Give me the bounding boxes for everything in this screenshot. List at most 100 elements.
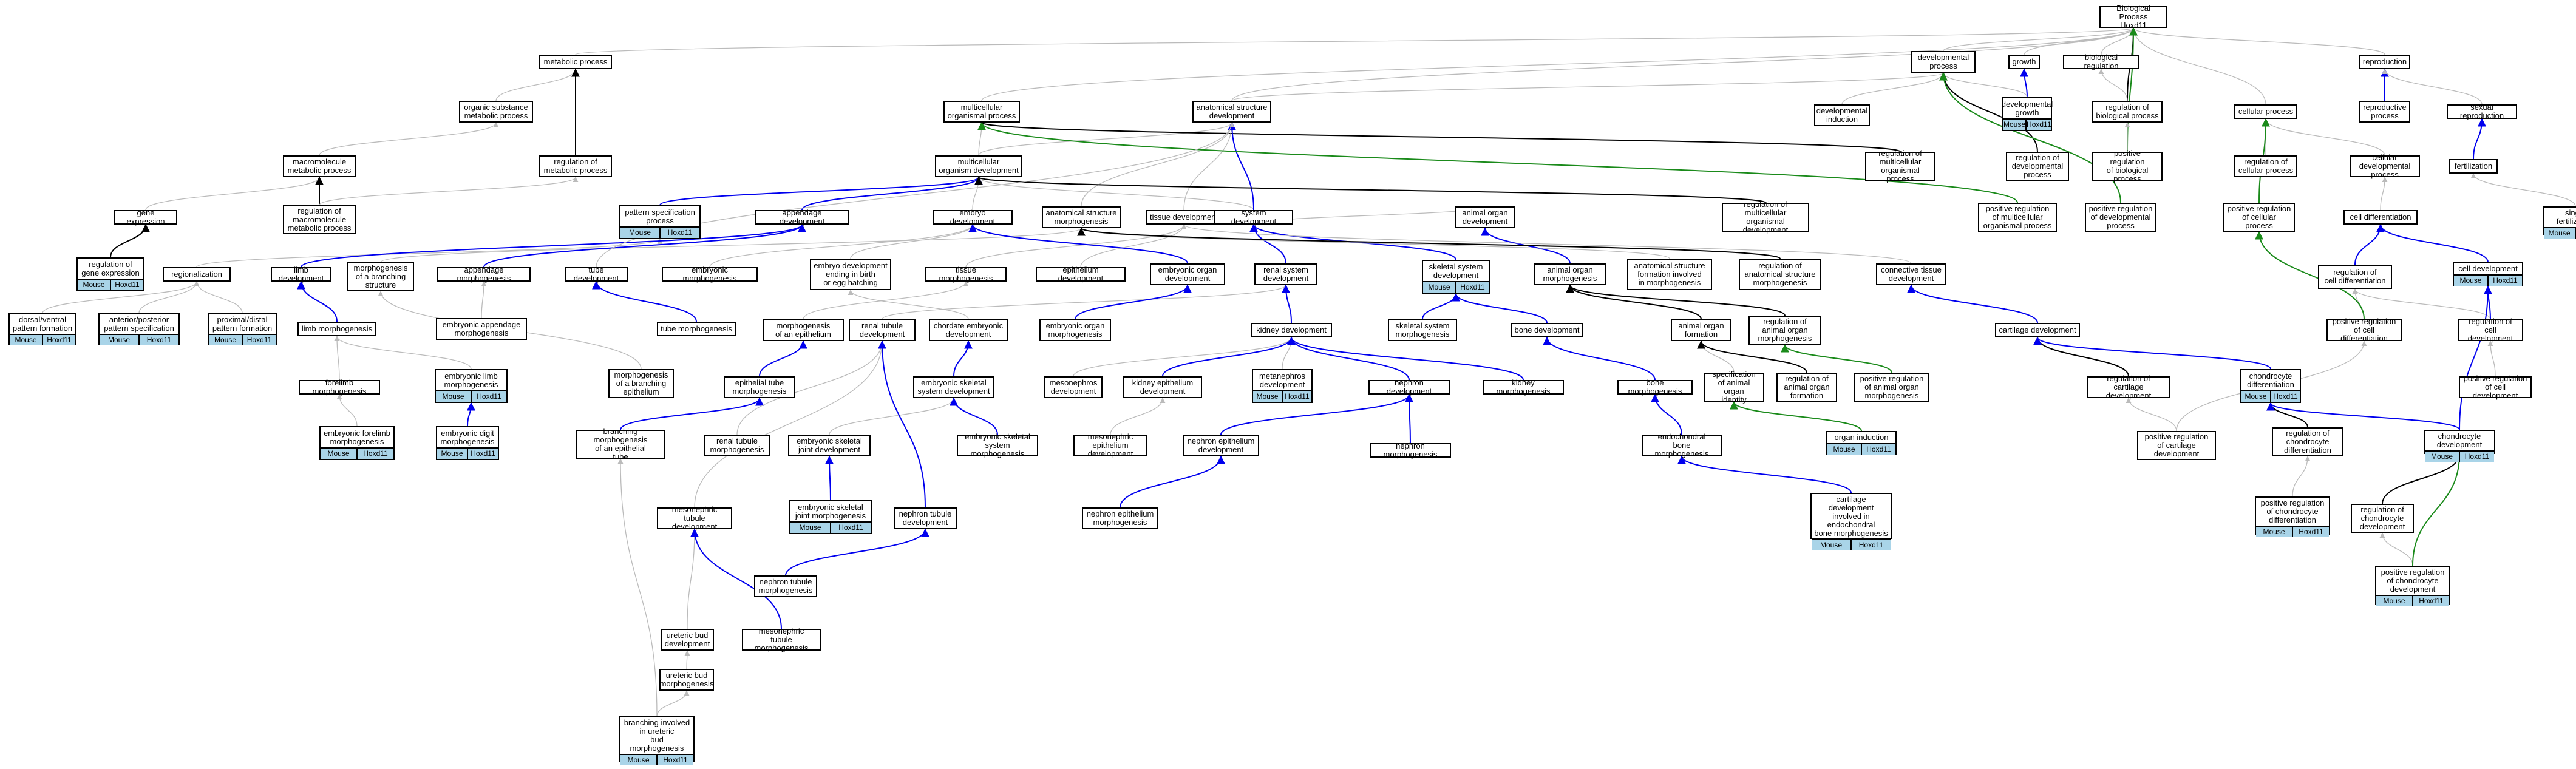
go-term-bonemorph[interactable]: bone morphogenesis [1617,379,1693,396]
go-term-reproproc[interactable]: reproductive process [2359,101,2410,123]
go-term-cellproc[interactable]: cellular process [2234,104,2297,119]
go-term-embmorph[interactable]: embryonic morphogenesis [662,266,758,283]
go-term-specanimal[interactable]: specification of animal organ identity [1704,370,1764,404]
go-term-reganimalform[interactable]: regulation of animal organ formation [1776,373,1837,402]
go-term-devinduction[interactable]: developmental induction [1814,104,1870,126]
go-term-celldiff[interactable]: cell differentiation [2343,210,2418,225]
go-term-posmulti[interactable]: positive regulation of multicellular org… [1978,203,2057,232]
go-term-macro[interactable]: macromolecule metabolic process [283,155,356,177]
go-term-tubedev[interactable]: tube development [565,266,628,283]
go-term-ureticmorph[interactable]: ureteric bud morphogenesis [659,669,714,691]
go-term-tubemorph[interactable]: tube morphogenesis [657,322,736,336]
go-term-kidneyepi[interactable]: kidney epithelium development [1123,376,1202,398]
go-term-morphbranchepi[interactable]: morphogenesis of a branching epithelium [608,369,674,398]
go-term-singlefert[interactable]: single fertilizationMouseHoxd11 [2543,206,2576,239]
go-term-reganatmorph[interactable]: regulation of anatomical structure morph… [1739,259,1821,290]
go-term-embskelmorph[interactable]: embryonic skeletal system morphogenesis [957,433,1038,458]
go-term-bioreg[interactable]: biological regulation [2063,53,2139,70]
go-term-orgsub[interactable]: organic substance metabolic process [459,101,533,123]
go-term-mesoneph[interactable]: mesonephros development [1044,376,1103,398]
go-term-regcelldiff[interactable]: regulation of cell differentiation [2318,265,2392,289]
go-term-tissuemorph[interactable]: tissue morphogenesis [925,266,1007,283]
go-term-embskeljoint[interactable]: embryonic skeletal joint development [788,435,871,456]
go-term-morphbranch[interactable]: morphogenesis of a branching structure [347,262,414,291]
go-term-anatdev[interactable]: anatomical structure development [1192,101,1271,123]
go-term-cartdev[interactable]: cartilage development [1995,323,2080,337]
go-term-multiorg[interactable]: multicellular organismal process [943,101,1020,123]
go-term-regmulti[interactable]: regulation of multicellular organismal p… [1865,149,1935,183]
go-term-regmeta[interactable]: regulation of metabolic process [539,155,612,177]
go-term-posregcelldiff[interactable]: positive regulation of cell differentiat… [2326,317,2402,343]
go-term-multidev[interactable]: multicellular organism development [935,155,1022,177]
go-term-mesonephepi[interactable]: mesonephric epithelium development [1073,433,1147,458]
go-term-devproc[interactable]: developmental process [1911,51,1976,73]
go-term-embappmorph[interactable]: embryonic appendage morphogenesis [436,318,527,340]
go-term-renalsys[interactable]: renal system development [1254,263,1317,285]
go-term-posdev[interactable]: positive regulation of developmental pro… [2085,203,2156,232]
go-term-endochondral[interactable]: endochondral bone morphogenesis [1642,433,1722,458]
go-term-fert[interactable]: fertilization [2449,159,2498,174]
go-term-emborgdev[interactable]: embryonic organ development [1150,263,1225,285]
go-term-kidneymorph[interactable]: kidney morphogenesis [1483,379,1564,396]
go-term-nephronepimorph[interactable]: nephron epithelium morphogenesis [1082,507,1158,529]
go-term-growth[interactable]: growth [2008,55,2040,69]
go-term-posregchondrodev[interactable]: positive regulation of chondrocyte devel… [2375,566,2450,606]
go-term-posregchondro[interactable]: positive regulation of chondrocyte diffe… [2255,496,2330,537]
go-term-limbmorph[interactable]: limb morphogenesis [297,322,376,336]
go-term-epidev[interactable]: epithelium development [1036,266,1126,283]
go-term-regmacro[interactable]: regulation of macromolecule metabolic pr… [283,205,356,234]
go-term-appdev[interactable]: appendage development [755,209,849,226]
go-term-celldevproc[interactable]: cellular developmental process [2350,154,2420,179]
go-term-antpost[interactable]: anterior/posterior pattern specification… [98,313,180,345]
go-term-mesoneph_tub[interactable]: mesonephric tubule development [657,506,732,531]
go-term-chordemb[interactable]: chordate embryonic development [929,319,1008,341]
go-term-posregcelldev[interactable]: positive regulation of cell development [2459,374,2532,400]
go-term-regcelldev[interactable]: regulation of cell development [2458,317,2523,343]
go-term-kidneydev[interactable]: kidney development [1251,323,1332,337]
go-term-bonedev[interactable]: bone development [1511,323,1583,337]
go-term-regdev[interactable]: regulation of developmental process [2006,152,2069,181]
go-term-skelmorph[interactable]: skeletal system morphogenesis [1388,319,1457,341]
go-term-bp[interactable]: Biological Process Hoxd11 [2099,4,2167,30]
go-term-reganimalmorph[interactable]: regulation of animal organ morphogenesis [1748,316,1821,345]
go-term-embbirth[interactable]: embryo development ending in birth or eg… [810,259,891,290]
go-term-animalmorph[interactable]: animal organ morphogenesis [1534,263,1606,285]
go-term-sexrep[interactable]: sexual reproduction [2447,103,2517,120]
go-term-nephronmorph[interactable]: nephron morphogenesis [1370,442,1451,459]
go-term-ureteric[interactable]: ureteric bud development [661,629,714,651]
go-term-anatinvolved[interactable]: anatomical structure formation involved … [1627,259,1712,290]
go-term-limbdev[interactable]: limb development [271,266,331,283]
go-term-renaltubemorph[interactable]: renal tubule morphogenesis [704,435,770,456]
go-term-nephtubule[interactable]: nephron tubule development [894,507,957,529]
go-term-renaltube[interactable]: renal tubule development [849,319,916,341]
go-term-conndev[interactable]: connective tissue development [1876,263,1946,285]
go-term-geneexp[interactable]: gene expression [114,209,177,226]
go-term-mesonephtubmorph[interactable]: mesonephric tubule morphogenesis [742,627,821,652]
go-term-regchondrodev[interactable]: regulation of chondrocyte development [2351,504,2414,533]
go-term-metabolic[interactable]: metabolic process [539,55,612,69]
go-term-regbio[interactable]: regulation of biological process [2092,101,2163,123]
go-term-cartinvolved[interactable]: cartilage development involved in endoch… [1810,493,1892,550]
go-term-branchinvolved[interactable]: branching involved in ureteric bud morph… [619,716,695,765]
go-term-epitube[interactable]: epithelial tube morphogenesis [724,376,795,398]
go-term-morphepi[interactable]: morphogenesis of an epithelium [763,319,844,341]
go-term-embskelsys[interactable]: embryonic skeletal system development [913,376,994,398]
go-term-animalform[interactable]: animal organ formation [1671,319,1731,341]
go-term-reproduction[interactable]: reproduction [2359,55,2410,69]
go-term-emborgmorph[interactable]: embryonic organ morphogenesis [1039,319,1111,341]
go-term-branchepitube[interactable]: branching morphogenesis of an epithelial… [576,427,665,461]
go-term-regcart[interactable]: regulation of cartilage development [2087,374,2170,400]
